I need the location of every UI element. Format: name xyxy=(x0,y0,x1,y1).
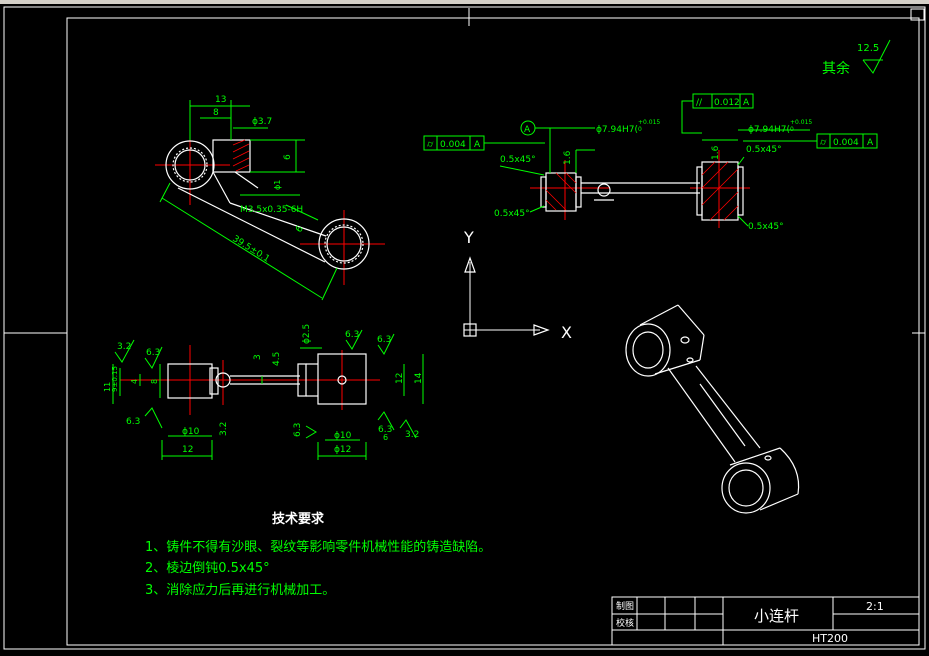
outer-frame xyxy=(3,6,926,650)
dim-8: 8 xyxy=(150,379,159,384)
title-block: 制图 校核 小连杆 2:1 HT200 xyxy=(611,596,920,646)
isometric-view xyxy=(625,304,800,514)
scale: 2:1 xyxy=(866,600,884,613)
material: HT200 xyxy=(812,632,848,645)
ra-6: 6.3 xyxy=(293,423,303,437)
bottom-boss-inner xyxy=(326,226,362,262)
dim-3: 3 xyxy=(253,354,263,360)
iso-large-boss xyxy=(721,462,771,514)
drawn-label: 制图 xyxy=(616,600,634,612)
tol-left-value: 0.004 xyxy=(440,140,466,150)
tol-parallel-symbol: // xyxy=(696,98,703,108)
remainder-value: 12.5 xyxy=(857,43,879,54)
dim-12b: 12 xyxy=(395,373,405,384)
ra-8: 6.3 xyxy=(378,425,392,435)
bore-left-sup: +0.015 xyxy=(638,119,660,126)
dim-phi10b: ϕ10 xyxy=(334,431,352,441)
bore-left-sub: 0 xyxy=(638,126,642,133)
dim-phi12: ϕ12 xyxy=(334,445,351,455)
check-label: 校核 xyxy=(616,617,634,629)
dim-9: 9±0.15 xyxy=(111,366,119,392)
tech-item-1: 1、铸件不得有沙眼、裂纹等影响零件机械性能的铸造缺陷。 xyxy=(145,539,491,555)
dim-14: 14 xyxy=(414,372,424,384)
remainder-label: 其余 xyxy=(822,60,850,77)
dim-45: 4.5 xyxy=(272,352,282,366)
dim-6: 6 xyxy=(283,154,293,160)
tol-left-datum: A xyxy=(474,140,481,150)
dim-13: 13 xyxy=(215,95,226,105)
iso-small-boss xyxy=(625,323,671,377)
chamfer-1: 0.5x45° xyxy=(500,155,536,165)
tol-right-datum: A xyxy=(867,138,874,148)
ra-4: 6.3 xyxy=(377,335,391,345)
window-top-strip xyxy=(0,0,929,4)
dim-phi1: ϕ1 xyxy=(273,180,282,190)
dim-6: 6 xyxy=(383,433,388,442)
tol-left-symbol: ⌭ xyxy=(427,140,434,150)
dim-6b: 6 xyxy=(294,224,306,235)
bore-right-sup: +0.015 xyxy=(790,119,812,126)
ra-2: 6.3 xyxy=(146,348,160,358)
bore-right: ϕ7.94H7( xyxy=(748,125,790,135)
dim-phi37: ϕ3.7 xyxy=(252,117,272,127)
tech-requirements: 技术要求 1、铸件不得有沙眼、裂纹等影响零件机械性能的铸造缺陷。 2、棱边倒钝0… xyxy=(145,511,491,598)
dim-11: 11 xyxy=(103,382,112,392)
side-view: 3.2 6.3 6.3 6.3 6.3 6.3 3.2 6.3 3.2 11 9… xyxy=(103,324,424,460)
ra-left: 1.6 xyxy=(563,150,573,165)
tech-item-3: 3、消除应力后再进行机械加工。 xyxy=(145,582,335,598)
bore-right-sub: 0 xyxy=(790,126,794,133)
section-view: ⌭ 0.004 A A ϕ7.94H7( +0.015 0 1.6 0.5x45… xyxy=(423,93,878,232)
dim-phi25: ϕ2.5 xyxy=(302,324,312,344)
ra-right: 1.6 xyxy=(711,145,721,160)
tol-right-value: 0.004 xyxy=(833,138,859,148)
ucs-icon: Y X xyxy=(463,228,572,342)
ra-1: 3.2 xyxy=(117,342,131,352)
datum-a: A xyxy=(524,125,531,135)
dim-length: 39.5±0.1 xyxy=(230,234,271,265)
dim-12a: 12 xyxy=(182,445,193,455)
thread-spec: M3.5x0.35-6H xyxy=(240,205,303,215)
ra-7: 3.2 xyxy=(219,422,229,436)
dim-4: 4 xyxy=(130,379,139,384)
tol-right-symbol: ⌭ xyxy=(820,138,827,148)
ucs-y-label: Y xyxy=(463,228,474,247)
dim-8: 8 xyxy=(213,108,219,118)
ra-5: 6.3 xyxy=(126,417,140,427)
bore-left: ϕ7.94H7( xyxy=(596,125,638,135)
tech-item-2: 2、棱边倒钝0.5x45° xyxy=(145,560,270,576)
part-name: 小连杆 xyxy=(754,607,799,625)
chamfer-3: 0.5x45° xyxy=(746,145,782,155)
inner-frame xyxy=(66,17,920,646)
chamfer-4: 0.5x45° xyxy=(748,222,784,232)
corner-box xyxy=(910,8,925,21)
tol-parallel-value: 0.012 xyxy=(714,98,740,108)
chamfer-2: 0.5x45° xyxy=(494,209,530,219)
ra-9: 3.2 xyxy=(405,430,419,440)
bottom-boss-outer xyxy=(318,218,370,270)
ra-3: 6.3 xyxy=(345,330,359,340)
tol-parallel-datum: A xyxy=(743,98,750,108)
cad-drawing-canvas[interactable]: 其余 12.5 13 8 ϕ3.7 xyxy=(0,4,929,656)
top-boss-inner xyxy=(174,149,206,181)
tech-title: 技术要求 xyxy=(272,511,325,527)
top-view: 13 8 ϕ3.7 6 ϕ1 M3.5x0.35-6H 6 39.5±0.1 xyxy=(155,95,385,301)
dim-phi10a: ϕ10 xyxy=(182,427,200,437)
top-boss-outer xyxy=(165,140,215,190)
ucs-x-label: X xyxy=(561,323,572,342)
surface-finish-remainder: 其余 12.5 xyxy=(822,39,891,77)
